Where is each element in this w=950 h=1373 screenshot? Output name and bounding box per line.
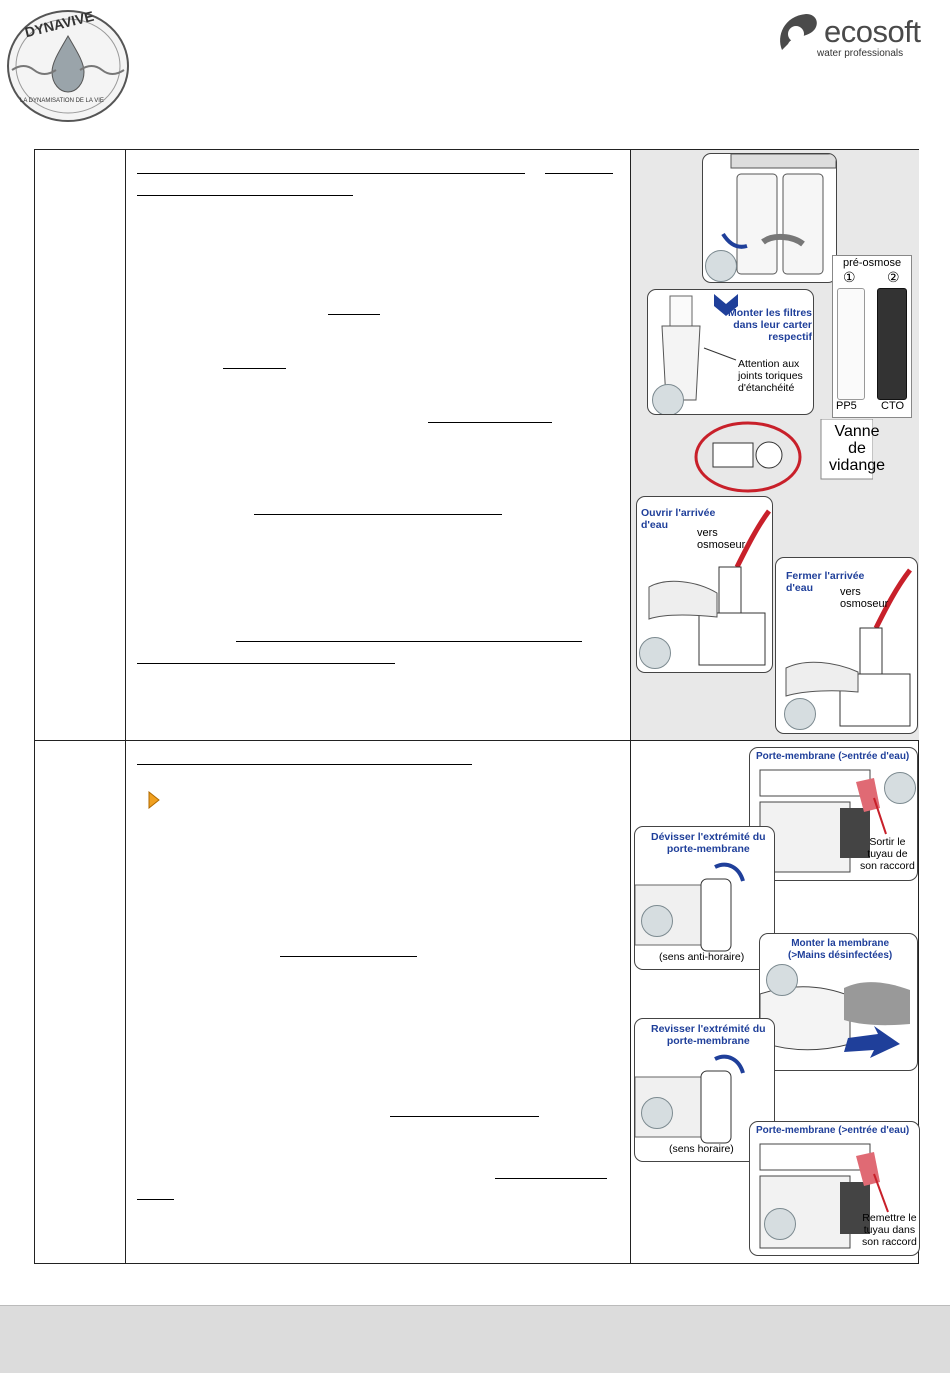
column-divider-2: [630, 150, 631, 1263]
filter-housing-illustration: [702, 153, 837, 283]
step-marker: [764, 1208, 796, 1240]
text-underline: [280, 956, 417, 957]
to-osmoseur-label-1: vers osmoseur: [697, 527, 746, 551]
page-footer: [0, 1305, 950, 1373]
preosmose-filters-box: pré-osmose ① ② PP5 CTO: [832, 255, 912, 418]
row-divider: [35, 740, 918, 741]
drain-valve-illustration: Vanne de vidange: [693, 419, 885, 497]
step-marker: [641, 1097, 673, 1129]
step-marker: [784, 698, 816, 730]
row1-heading-underline: [137, 173, 525, 174]
text-underline: [223, 368, 286, 369]
open-water-label: Ouvrir l'arrivée d'eau: [641, 507, 716, 531]
filter-number-2: ②: [887, 269, 900, 285]
pp5-filter-icon: [837, 288, 865, 400]
text-underline: [254, 514, 502, 515]
anticlockwise-label: (sens anti-horaire): [659, 951, 745, 963]
filter-number-1: ①: [843, 269, 856, 285]
cto-label: CTO: [881, 400, 905, 412]
mount-filters-label: Monter les filtres dans leur carter resp…: [728, 307, 813, 343]
text-underline: [137, 663, 395, 664]
ecosoft-brand-text: ecosoft: [824, 14, 921, 49]
dynavive-logo: DYNAVIVE LA DYNAMISATION DE LA VIE: [4, 6, 132, 124]
open-water-illustration: Ouvrir l'arrivée d'eau vers osmoseur: [636, 496, 773, 673]
holder-title-1: Porte-membrane (>entrée d'eau): [756, 751, 910, 762]
text-underline: [137, 1199, 174, 1200]
remove-tube-label: Sortir le tuyau de son raccord: [860, 836, 915, 872]
drain-valve-label: Vanne de vidange: [829, 423, 886, 474]
step-marker: [639, 637, 671, 669]
row1-heading-underline: [545, 173, 613, 174]
pp5-label: PP5: [836, 400, 857, 412]
cto-filter-icon: [877, 288, 907, 400]
to-osmoseur-label-2: vers osmoseur: [840, 586, 889, 610]
rescrew-label: Revisser l'extrémité du porte-membrane: [651, 1023, 766, 1047]
joints-warning-label: Attention aux joints toriques d'étanchéi…: [738, 358, 803, 394]
column-divider-1: [125, 150, 126, 1263]
step-marker: [766, 964, 798, 996]
membrane-holder-remove-illustration: Porte-membrane (>entrée d'eau) Sortir le…: [749, 747, 918, 881]
mount-membrane-illustration: Monter la membrane (>Mains désinfectées): [759, 933, 918, 1071]
text-underline: [236, 641, 582, 642]
unscrew-illustration: Dévisser l'extrémité du porte-membrane (…: [634, 826, 775, 970]
row1-heading-underline: [137, 195, 353, 196]
step-marker: [884, 772, 916, 804]
close-water-label: Fermer l'arrivée d'eau: [786, 570, 865, 594]
row2-heading-underline: [137, 764, 472, 765]
step-marker: [641, 905, 673, 937]
holder-title-2: Porte-membrane (>entrée d'eau): [756, 1125, 910, 1136]
mount-membrane-label: Monter la membrane (>Mains désinfectées): [788, 938, 893, 961]
text-underline: [390, 1116, 539, 1117]
preosmose-title: pré-osmose: [843, 257, 902, 269]
ecosoft-logo: ecosoft water professionals: [772, 8, 950, 63]
unscrew-label: Dévisser l'extrémité du porte-membrane: [651, 831, 766, 855]
arrow-bullet-icon: [147, 791, 161, 809]
clockwise-label: (sens horaire): [669, 1143, 734, 1155]
dynavive-tagline: LA DYNAMISATION DE LA VIE: [20, 98, 104, 104]
text-underline: [495, 1178, 607, 1179]
mount-filters-illustration: Monter les filtres dans leur carter resp…: [647, 289, 814, 415]
membrane-holder-replace-illustration: Porte-membrane (>entrée d'eau) Remettre …: [749, 1121, 920, 1256]
step-marker: [705, 250, 737, 282]
close-water-illustration: Fermer l'arrivée d'eau vers osmoseur: [775, 557, 918, 734]
ecosoft-tagline: water professionals: [817, 48, 904, 59]
step-marker: [652, 384, 684, 414]
text-underline: [328, 314, 380, 315]
replace-tube-label: Remettre le tuyau dans son raccord: [862, 1212, 917, 1248]
text-underline: [428, 422, 552, 423]
